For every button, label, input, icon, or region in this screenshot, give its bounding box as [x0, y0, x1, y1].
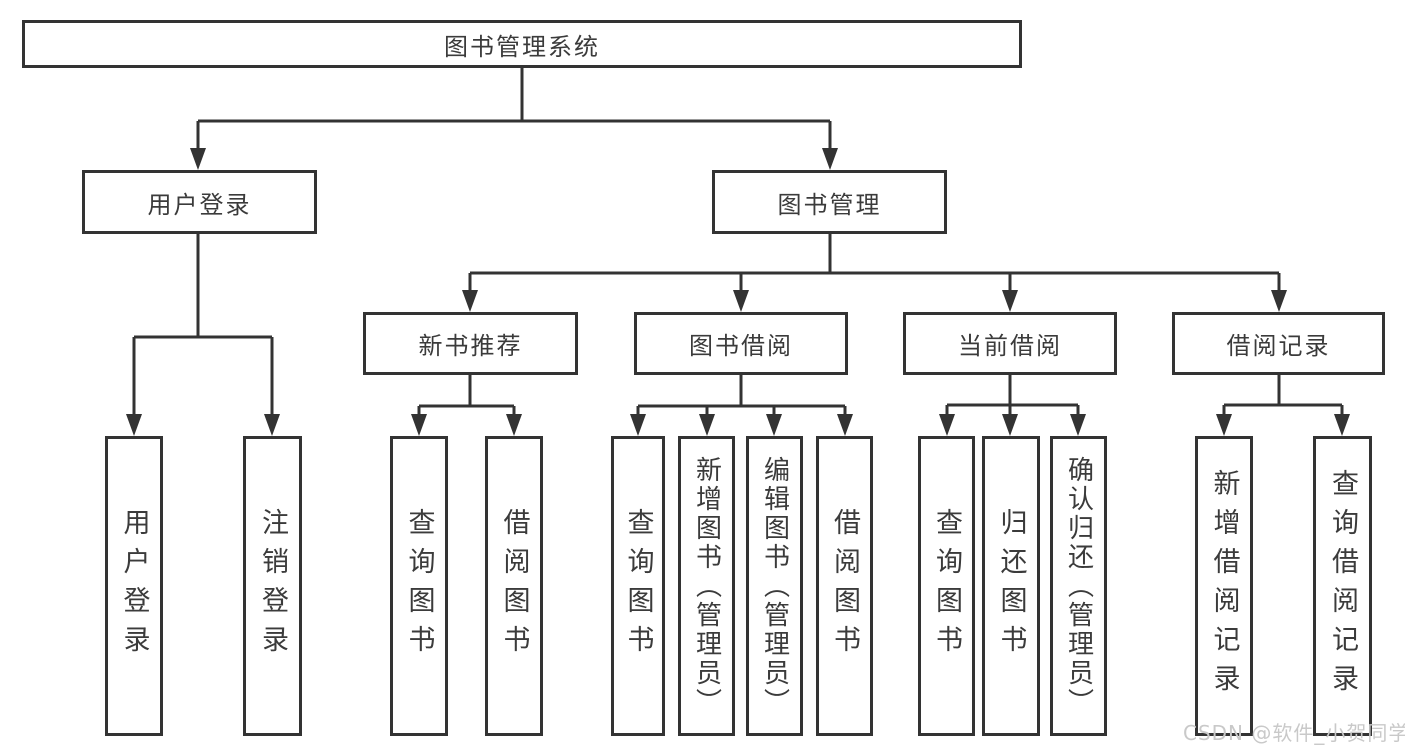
- node-book-management: 图书管理: [712, 170, 947, 234]
- node-current-borrowing: 当前借阅: [903, 312, 1117, 375]
- node-user-login: 用户登录: [82, 170, 317, 234]
- node-library-management-system: 图书管理系统: [22, 20, 1022, 68]
- leaf-logout: 注销登录: [243, 436, 302, 736]
- node-new-book-recommendation: 新书推荐: [363, 312, 578, 375]
- leaf-add-books-admin-label: 新增图书（管理员）: [691, 455, 722, 717]
- leaf-query-books-recommend: 查询图书: [390, 436, 448, 736]
- leaf-borrow-books-recommend-label: 借阅图书: [498, 508, 530, 664]
- node-borrowing-records: 借阅记录: [1172, 312, 1385, 375]
- csdn-watermark: CSDN @软件_小贺同学: [1183, 721, 1405, 745]
- connector-arrowheads: [126, 148, 1350, 436]
- leaf-query-borrow-record: 查询借阅记录: [1313, 436, 1372, 736]
- leaf-user-login-label: 用户登录: [118, 508, 150, 664]
- leaf-query-books-recommend-label: 查询图书: [403, 508, 435, 664]
- leaf-query-books-current-label: 查询图书: [931, 508, 962, 664]
- leaf-borrow-books-recommend: 借阅图书: [485, 436, 543, 736]
- leaf-borrow-books-label: 借阅图书: [829, 508, 860, 664]
- leaf-query-books-borrowing: 查询图书: [611, 436, 665, 736]
- leaf-return-books-label: 归还图书: [995, 508, 1027, 664]
- leaf-query-books-borrowing-label: 查询图书: [622, 508, 654, 664]
- leaf-confirm-return-admin-label: 确认归还（管理员）: [1063, 455, 1094, 717]
- leaf-user-login: 用户登录: [105, 436, 163, 736]
- leaf-add-borrow-record-label: 新增借阅记录: [1208, 469, 1240, 703]
- leaf-query-borrow-record-label: 查询借阅记录: [1327, 469, 1358, 703]
- leaf-query-books-current: 查询图书: [918, 436, 975, 736]
- leaf-edit-books-admin-label: 编辑图书（管理员）: [759, 455, 790, 717]
- connector-stems: [132, 68, 1344, 418]
- leaf-add-books-admin: 新增图书（管理员）: [678, 436, 735, 736]
- node-book-borrowing: 图书借阅: [634, 312, 848, 375]
- leaf-edit-books-admin: 编辑图书（管理员）: [746, 436, 803, 736]
- leaf-add-borrow-record: 新增借阅记录: [1195, 436, 1253, 736]
- leaf-confirm-return-admin: 确认归还（管理员）: [1050, 436, 1107, 736]
- leaf-logout-label: 注销登录: [257, 508, 288, 664]
- leaf-return-books: 归还图书: [982, 436, 1040, 736]
- leaf-borrow-books: 借阅图书: [816, 436, 873, 736]
